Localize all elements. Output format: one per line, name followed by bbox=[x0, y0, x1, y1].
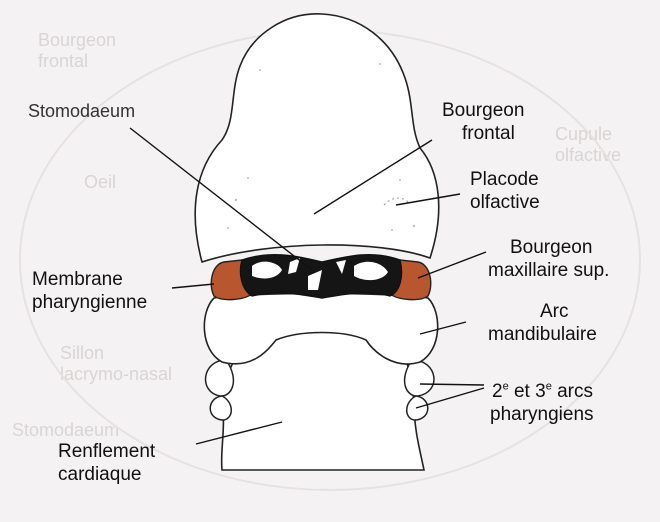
leader-membrane-pharyngienne bbox=[172, 284, 214, 288]
label-line: cardiaque bbox=[58, 463, 155, 486]
arc-pharyngien-2-left bbox=[206, 360, 234, 396]
label-membrane-pharyngienne: Membrane pharyngienne bbox=[32, 268, 147, 314]
label-bourgeon-maxillaire: Bourgeon maxillaire sup. bbox=[488, 236, 609, 282]
label-line: Renflement bbox=[58, 440, 155, 463]
label-part: et 3 bbox=[509, 381, 546, 402]
label-line: mandibulaire bbox=[488, 323, 597, 346]
label-line: Placode bbox=[470, 168, 540, 191]
label-line: Membrane bbox=[32, 268, 147, 291]
label-line: Bourgeon bbox=[488, 236, 609, 259]
label-placode-olfactive: Placode olfactive bbox=[470, 168, 540, 214]
label-line: Bourgeon bbox=[442, 99, 524, 122]
label-line: maxillaire sup. bbox=[488, 259, 609, 282]
bourgeon-frontal-shape bbox=[195, 14, 439, 262]
label-line: olfactive bbox=[470, 191, 540, 214]
leader-arcs-pharyngiens-upper bbox=[420, 384, 484, 385]
label-bourgeon-frontal: Bourgeon frontal bbox=[442, 99, 524, 145]
label-renflement-cardiaque: Renflement cardiaque bbox=[58, 440, 155, 486]
label-line: pharyngiens bbox=[490, 403, 594, 426]
label-part: arcs bbox=[552, 381, 593, 402]
label-stomodaeum: Stomodaeum bbox=[28, 100, 135, 123]
label-part: 2 bbox=[492, 381, 503, 402]
label-line: pharyngienne bbox=[32, 291, 147, 314]
arc-pharyngien-2-right bbox=[405, 360, 434, 396]
label-arcs-pharyngiens: 2e et 3e arcs pharyngiens bbox=[490, 380, 594, 426]
label-line: Stomodaeum bbox=[28, 100, 135, 123]
label-line: 2e et 3e arcs bbox=[490, 380, 594, 403]
label-line: Arc bbox=[488, 300, 597, 323]
label-arc-mandibulaire: Arc mandibulaire bbox=[488, 300, 597, 346]
label-line: frontal bbox=[442, 122, 524, 145]
arc-pharyngien-3-left bbox=[210, 396, 231, 420]
